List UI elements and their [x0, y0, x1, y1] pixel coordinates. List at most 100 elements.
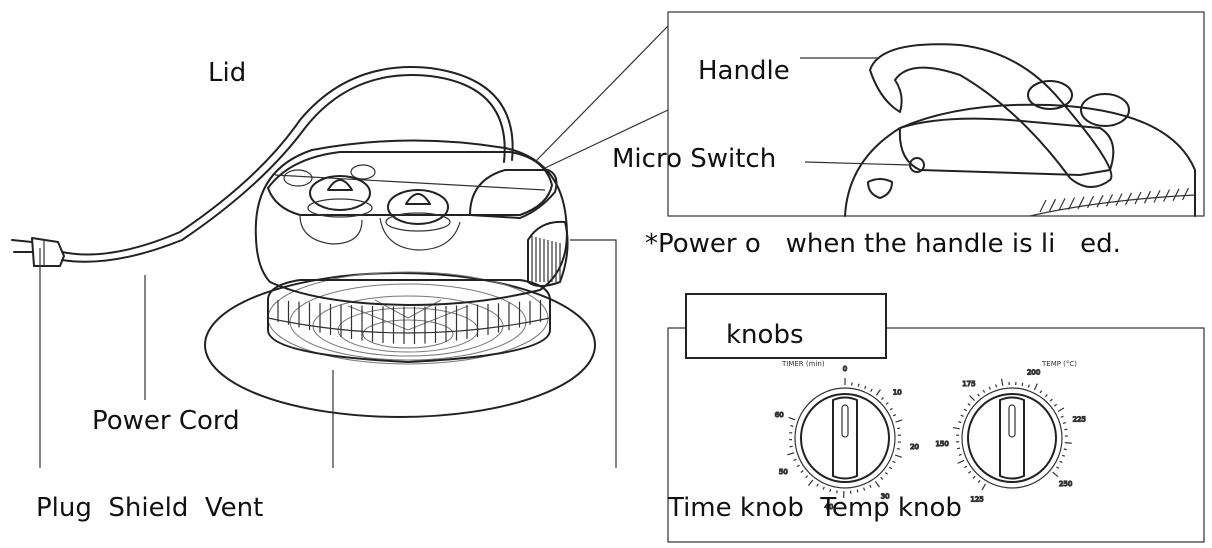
dial-tick	[960, 414, 964, 417]
dial-tick	[880, 476, 884, 480]
dial-tick	[972, 475, 976, 479]
dial-tick	[1056, 466, 1060, 470]
dial-tick	[875, 389, 881, 396]
main-temp-knob	[385, 189, 451, 232]
dial-mark-label: 50	[779, 468, 788, 476]
detail-vent-slot	[1058, 198, 1066, 211]
dial-tick	[957, 459, 965, 464]
main-timer-knob	[307, 175, 373, 218]
plug	[11, 237, 65, 267]
dial-tick	[988, 386, 991, 390]
handle	[469, 169, 558, 219]
lid-label: Lid	[208, 58, 247, 88]
dial-tick	[892, 460, 896, 464]
dial-mark-label: 175	[962, 380, 975, 388]
dial-tick	[816, 483, 819, 487]
dial-tick	[790, 425, 794, 427]
dial-mark-label: 125	[970, 496, 983, 504]
side-vent-grille	[527, 220, 569, 287]
detail-vent-slot	[1162, 189, 1171, 202]
dial-tick	[787, 452, 795, 456]
dial-tick	[897, 427, 901, 430]
dial-tick	[829, 488, 832, 493]
detail-vent-slot	[1039, 199, 1047, 213]
handle-detail-illustration	[844, 43, 1196, 217]
dial-tick	[1027, 384, 1030, 388]
detail-vent-slot	[1096, 194, 1104, 208]
dial-tick	[892, 414, 897, 417]
plug-shield-vent-label: Plug Shield Vent	[36, 493, 264, 523]
dial-tick	[889, 407, 893, 411]
dial-tick	[800, 470, 804, 473]
detail-vent-slot	[1048, 198, 1057, 212]
dial-tick	[881, 396, 884, 400]
dial-tick	[1062, 421, 1066, 424]
dial-tick	[1064, 442, 1072, 444]
dial-tick	[869, 484, 872, 488]
dial-tick	[1059, 460, 1063, 464]
dial-mark-label: 225	[1073, 416, 1086, 424]
dial-mark-label: 60	[775, 411, 784, 419]
dial-mark-label: 40	[824, 503, 833, 511]
knobs-label: knobs	[726, 320, 804, 350]
dial-tick	[952, 426, 960, 430]
power-cord	[61, 66, 514, 256]
dial-tick	[1000, 378, 1004, 386]
dial-mark-label: 0	[843, 365, 847, 373]
dial-tick	[1060, 415, 1064, 418]
dial-tick	[807, 479, 814, 486]
dial-tick	[1063, 448, 1067, 451]
dial-tick	[977, 479, 981, 484]
dial-mark-label: 20	[910, 443, 919, 451]
dial-tick	[956, 447, 961, 450]
body-dome	[254, 139, 568, 306]
dial-tick	[967, 403, 971, 406]
dial-tick	[857, 383, 860, 387]
dial-tick	[981, 483, 987, 491]
appliance-illustration	[11, 66, 596, 418]
dial-tick	[977, 393, 980, 397]
dial-tick	[870, 388, 873, 392]
dial-tick	[894, 454, 903, 458]
dial-tick	[788, 416, 796, 421]
detail-vent-slot	[1105, 194, 1114, 207]
dial-tick	[969, 395, 975, 401]
dial-tick	[896, 447, 900, 450]
dial-tick	[1053, 403, 1058, 407]
vent-shield	[267, 279, 551, 363]
dial-mark-label: 200	[1027, 368, 1040, 376]
detail-vent-slot	[1143, 190, 1152, 204]
dial-tick	[1021, 382, 1024, 387]
dial-tick	[885, 402, 889, 405]
dial-tick	[884, 471, 888, 475]
top-panel	[267, 151, 553, 216]
dial-tick	[796, 464, 800, 468]
detail-vent-slot	[1077, 196, 1085, 210]
detail-vent-slot	[1153, 190, 1161, 203]
dial-tick	[1033, 383, 1038, 391]
dial-tick	[874, 481, 880, 488]
dial-tick	[856, 489, 859, 493]
time-temp-knob-label: Time knob Temp knob	[668, 493, 962, 523]
dial-tick	[1049, 398, 1053, 402]
detail-vent-slot	[1067, 197, 1076, 210]
dial-tick	[805, 475, 809, 479]
dial-mark-label: 150	[935, 440, 948, 448]
detail-vent-slot	[1115, 193, 1123, 206]
temp-dial-header: TEMP (°C)	[1041, 360, 1077, 368]
detail-vent-slot	[1086, 195, 1095, 209]
power-note-label: *Power o when the handle is li ed.	[645, 229, 1121, 259]
dial-tick	[963, 408, 967, 412]
handle-label: Handle	[698, 56, 790, 86]
dial-tick	[968, 470, 972, 474]
timer-dial-header: TIMER (min)	[781, 360, 825, 368]
dial-tick	[964, 465, 968, 469]
dial-tick	[995, 384, 998, 388]
base-plate	[204, 272, 596, 418]
detail-vent-slot	[1172, 188, 1180, 202]
dial-tick	[822, 486, 825, 490]
dial-tick	[888, 466, 893, 470]
dial-tick	[958, 421, 962, 424]
